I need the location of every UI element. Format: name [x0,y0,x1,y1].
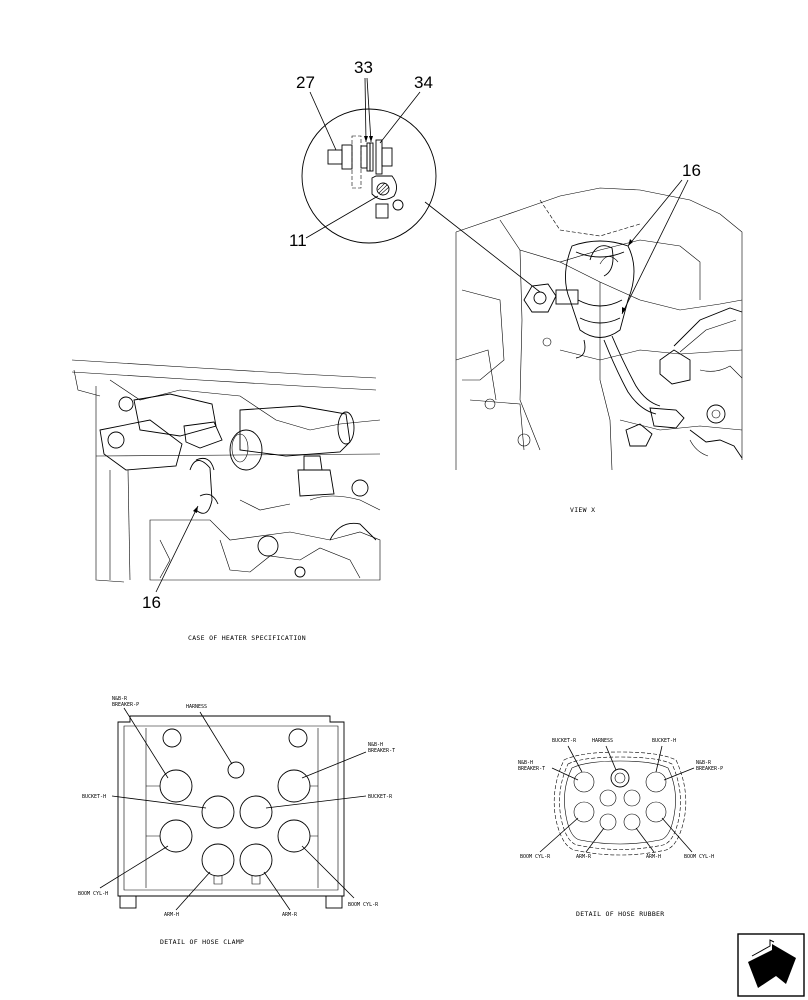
clamp-label-bucket-r: BUCKET-R [265,794,393,809]
callout-16-heater: 16 [142,505,199,612]
next-page-arrow-icon[interactable] [737,933,805,997]
callout-34: 34 [379,73,433,144]
caption-hose-clamp: DETAIL OF HOSE CLAMP [160,938,244,946]
clamp-label-boom-h: BOOM CYL-H [78,845,169,897]
svg-text:33: 33 [354,58,373,77]
svg-text:ARM-R: ARM-R [576,854,592,860]
clamp-label-boom-r: BOOM CYL-R [301,845,379,908]
svg-text:BOOM CYL-R: BOOM CYL-R [348,902,379,908]
svg-text:BOOM CYL-H: BOOM CYL-H [684,854,714,860]
svg-text:N&B-R: N&B-R [696,760,712,766]
svg-text:27: 27 [296,73,315,92]
svg-text:N&B-R: N&B-R [112,696,128,702]
rubber-label-boom-h: BOOM CYL-H [661,817,714,860]
callout-33: 33 [354,58,373,143]
rubber-label-harness: HARNESS [592,738,617,771]
svg-text:34: 34 [414,73,433,92]
svg-text:BUCKET-R: BUCKET-R [552,738,577,744]
svg-text:BUCKET-R: BUCKET-R [368,794,393,800]
view-x-illustration [455,187,743,471]
rubber-label-nb-h: N&B-H BREAKER-T [518,760,579,781]
hose-clamp-detail [117,715,345,909]
heater-illustration [71,359,381,583]
rubber-label-nb-r: N&B-R BREAKER-P [663,760,723,781]
svg-text:HARNESS: HARNESS [592,738,613,744]
caption-heater: CASE OF HEATER SPECIFICATION [188,634,306,642]
clamp-label-arm-h: ARM-H [164,871,211,918]
svg-text:BUCKET-H: BUCKET-H [652,738,676,744]
svg-text:ARM-H: ARM-H [646,854,661,860]
hose-rubber-detail [553,751,687,856]
svg-text:BREAKER-T: BREAKER-T [368,748,395,754]
clamp-label-arm-r: ARM-R [263,871,298,918]
svg-text:BREAKER-T: BREAKER-T [518,766,545,772]
clamp-label-harness: HARNESS [186,704,233,765]
clamp-label-bucket-h: BUCKET-H [82,794,207,809]
caption-view-x: VIEW X [570,506,595,514]
rubber-label-bucket-r: BUCKET-R [552,738,583,773]
rubber-label-arm-h: ARM-H [635,827,661,860]
svg-text:ARM-R: ARM-R [282,912,298,918]
svg-text:ARM-H: ARM-H [164,912,179,918]
svg-text:16: 16 [682,161,701,180]
svg-text:16: 16 [142,593,161,612]
svg-text:11: 11 [289,231,307,250]
callout-16-view: 16 [621,161,701,315]
svg-text:N&B-H: N&B-H [368,742,383,748]
caption-hose-rubber: DETAIL OF HOSE RUBBER [576,910,664,918]
clamp-label-nb-h: N&B-H BREAKER-T [301,742,395,779]
rubber-label-boom-r: BOOM CYL-R [520,817,579,860]
svg-text:BREAKER-P: BREAKER-P [112,702,139,708]
rubber-label-bucket-h: BUCKET-H [652,738,676,773]
svg-text:N&B-H: N&B-H [518,760,533,766]
detail-circle [301,108,541,293]
callout-11: 11 [289,195,379,250]
clamp-label-nb-r: N&B-R BREAKER-P [112,696,169,779]
rubber-label-arm-r: ARM-R [576,827,605,860]
svg-text:BOOM CYL-H: BOOM CYL-H [78,891,108,897]
svg-text:BREAKER-P: BREAKER-P [696,766,723,772]
svg-text:HARNESS: HARNESS [186,704,207,710]
svg-text:BUCKET-H: BUCKET-H [82,794,106,800]
svg-text:BOOM CYL-R: BOOM CYL-R [520,854,551,860]
callout-27: 27 [296,73,337,151]
